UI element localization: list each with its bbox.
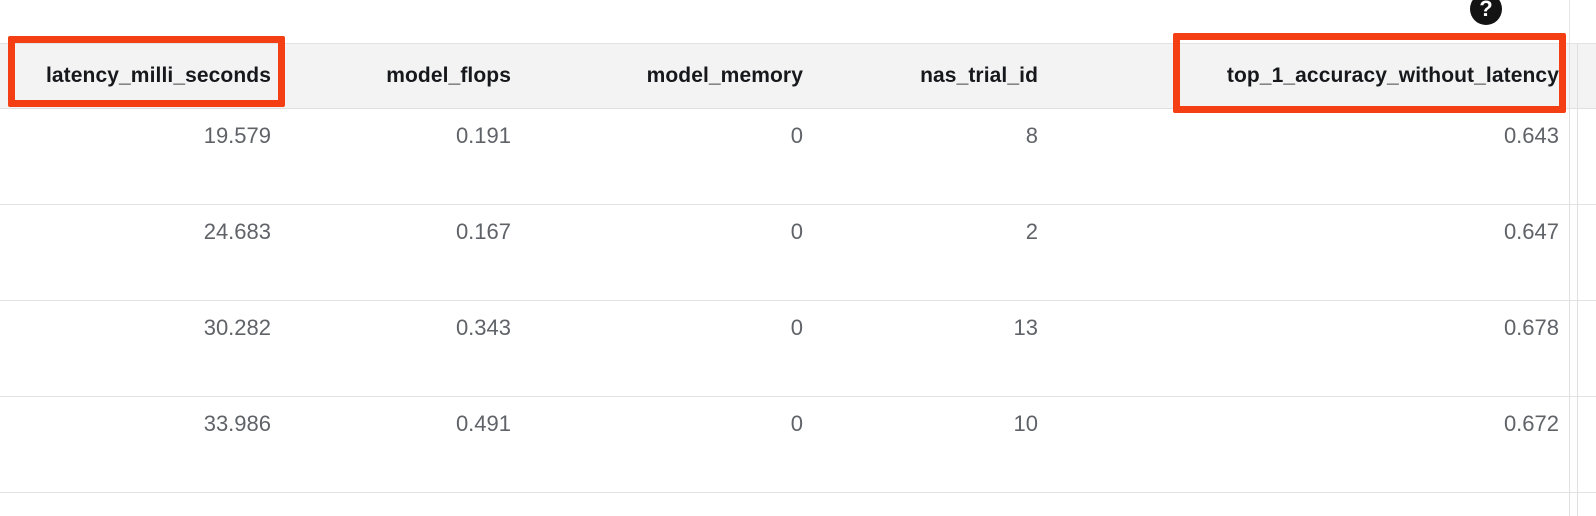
column-header-model_memory[interactable]: model_memory xyxy=(646,64,803,87)
cell-model_memory: 0 xyxy=(790,315,803,340)
cell-latency_milli_seconds: 19.579 xyxy=(203,123,271,148)
cell-latency_milli_seconds: 33.986 xyxy=(203,411,271,436)
cell-top_1_accuracy_without_latency: 0.647 xyxy=(1503,219,1559,244)
help-circle-icon[interactable]: ? xyxy=(1470,0,1502,25)
cell-latency_milli_seconds: 24.683 xyxy=(203,219,271,244)
cell-top_1_accuracy_without_latency: 0.672 xyxy=(1503,411,1559,436)
cell-next_column xyxy=(1577,109,1596,205)
cell-next_column xyxy=(1577,301,1596,397)
cell-nas_trial_id: 8 xyxy=(1025,123,1038,148)
column-divider xyxy=(1577,43,1578,516)
table-row[interactable]: 30.282 0.343 0 13 0.678 xyxy=(0,301,1596,397)
column-header-next_column[interactable] xyxy=(1577,44,1596,108)
cell-nas_trial_id: 13 xyxy=(1013,315,1038,340)
cell-next_column xyxy=(1577,397,1596,493)
results-table: latency_milli_seconds model_flops model_me… xyxy=(0,43,1596,516)
table-header-row: latency_milli_seconds model_flops model_me… xyxy=(0,43,1596,109)
cell-latency_milli_seconds: 30.282 xyxy=(203,315,271,340)
table-row[interactable]: 33.986 0.491 0 10 0.672 xyxy=(0,397,1596,493)
cell-nas_trial_id: 10 xyxy=(1013,411,1038,436)
column-header-top_1_accuracy_without_latency[interactable]: top_1_accuracy_without_latency xyxy=(1226,64,1559,87)
column-header-model_flops[interactable]: model_flops xyxy=(386,64,511,87)
column-header-nas_trial_id[interactable]: nas_trial_id xyxy=(920,64,1038,87)
cell-model_flops: 0.167 xyxy=(455,219,511,244)
cell-model_flops: 0.491 xyxy=(455,411,511,436)
cell-model_memory: 0 xyxy=(790,411,803,436)
cell-next_column xyxy=(1577,205,1596,301)
cell-model_flops: 0.191 xyxy=(455,123,511,148)
cell-top_1_accuracy_without_latency: 0.643 xyxy=(1503,123,1559,148)
top-strip: ? xyxy=(0,0,1596,43)
column-divider xyxy=(1569,43,1570,516)
column-divider-top xyxy=(1569,0,1570,43)
cell-model_flops: 0.343 xyxy=(455,315,511,340)
cell-nas_trial_id: 2 xyxy=(1025,219,1038,244)
table-row[interactable]: 19.579 0.191 0 8 0.643 xyxy=(0,109,1596,205)
table-row[interactable]: 24.683 0.167 0 2 0.647 xyxy=(0,205,1596,301)
cell-model_memory: 0 xyxy=(790,123,803,148)
cell-model_memory: 0 xyxy=(790,219,803,244)
cell-top_1_accuracy_without_latency: 0.678 xyxy=(1503,315,1559,340)
column-header-latency_milli_seconds[interactable]: latency_milli_seconds xyxy=(45,64,271,87)
